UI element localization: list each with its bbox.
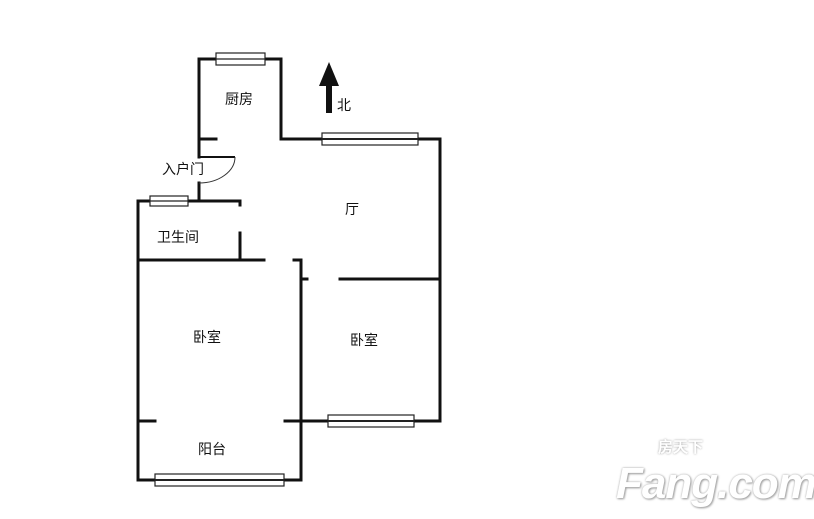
window-hall (321, 132, 419, 146)
windows (149, 52, 419, 487)
wall-kitchen-hall (197, 57, 442, 422)
north-label: 北 (337, 98, 351, 114)
window-kitchen (215, 52, 266, 66)
room-label-kitchen: 厨房 (225, 92, 253, 108)
window-bedroom2 (327, 414, 415, 428)
north-arrow-icon (319, 62, 339, 113)
room-label-balcony: 阳台 (198, 442, 226, 458)
room-label-bedroom-2: 卧室 (350, 333, 378, 349)
room-label-living-room: 厅 (345, 202, 359, 218)
entrance-door (198, 156, 236, 184)
room-label-entrance-door: 入户门 (162, 162, 204, 178)
window-bathroom (149, 195, 189, 207)
watermark-brand-cn: 房天下 (658, 438, 704, 456)
room-label-bedroom-1: 卧室 (193, 330, 221, 346)
room-label-bathroom: 卫生间 (157, 230, 199, 246)
watermark-logo: 房天下 Fang.com (612, 438, 814, 514)
wall-bathroom-bedroom (136, 199, 303, 482)
walls (136, 57, 442, 482)
watermark-brand: Fang.com (616, 459, 814, 508)
window-balcony (154, 473, 285, 487)
